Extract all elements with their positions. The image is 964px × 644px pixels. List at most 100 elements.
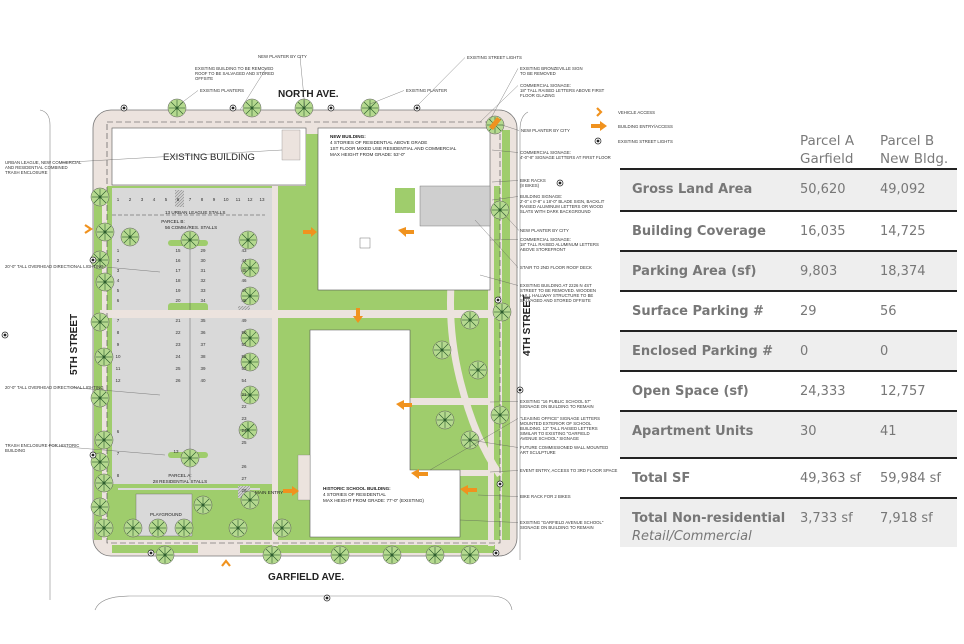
parcel-a-value: 29 <box>800 304 817 319</box>
parcel-data-table: Parcel A Garfield Parcel B New Bldg. Gro… <box>620 132 957 547</box>
stall-number: 25 <box>175 366 181 371</box>
tree-icon <box>95 222 115 242</box>
annotation: NEW PLANTER BY CITY <box>258 54 307 109</box>
stall-number: 8 <box>201 197 204 202</box>
stall-number: 44 <box>241 258 247 263</box>
annotation-text: 18" TALL RAISED LETTERS ABOVE FIRST <box>520 88 605 93</box>
main-entry-label: MAIN ENTRY <box>255 490 283 495</box>
legend-label: VEHICLE ACCESS <box>618 110 655 115</box>
annotation: EXISTING STREET LIGHTS <box>416 55 522 107</box>
tree-icon <box>90 497 110 517</box>
annotation-text: BUILDING <box>5 448 26 453</box>
annotation-text: AND RESIDENTIAL COMBINED <box>5 165 68 170</box>
stall-number: 3 <box>117 268 120 273</box>
historic-building-line: MAX HEIGHT FROM GRADE: 77'-0" (EXISTING) <box>323 498 424 503</box>
annotation: COMMERCIAL SIGNAGE:4'-0"-8" SIGNAGE LETT… <box>491 149 611 160</box>
annotation: NEW PLANTER BY CITY <box>501 211 569 233</box>
urban-league-stalls-label: 13 URBAN LEAGUE STALLS <box>165 210 225 215</box>
new-building-title: NEW BUILDING: <box>330 134 366 139</box>
leader-line <box>469 439 519 448</box>
street-label-4th: 4TH STREET <box>522 295 533 356</box>
annotation-text: EXISTING BUILDING AT 2226 N 4ST <box>520 283 592 288</box>
stall-number: 27 <box>241 476 247 481</box>
annotation: BIKE RACK FOR 2 BIKES <box>477 494 571 499</box>
stair-deck <box>419 185 491 227</box>
street-light-icon <box>147 549 155 557</box>
stall-number: 12 <box>115 378 121 383</box>
legend-label: EXISTING STREET LIGHTS <box>618 139 673 144</box>
parcel-a-value: 3,733 sf <box>800 511 853 526</box>
annotation-text: BIKE RACKS <box>520 178 546 183</box>
tree-icon <box>90 187 110 207</box>
stall-number: 33 <box>200 288 206 293</box>
stall-number: 37 <box>200 342 206 347</box>
parcel-a-value: 16,035 <box>800 224 846 239</box>
stall-number: 40 <box>200 378 206 383</box>
stall-number: 22 <box>241 404 247 409</box>
leader-line <box>491 196 519 201</box>
street-label-5th: 5TH STREET <box>69 314 80 375</box>
tree-icon <box>120 227 140 247</box>
parkway-grass <box>240 545 495 553</box>
stall-number: 6 <box>117 429 120 434</box>
annotation-text: 18" TALL RAISED ALUMINUM LETTERS <box>520 242 599 247</box>
annotation: EVENT ENTRY, ACCESS TO 3RD FLOOR SPACE <box>489 468 618 473</box>
tree-icon <box>180 230 200 250</box>
row-label: Open Space (sf) <box>632 384 749 399</box>
stall-number: 21 <box>241 392 247 397</box>
tree-icon <box>460 310 480 330</box>
stall-number: 13 <box>259 197 265 202</box>
stall-number: 18 <box>175 278 181 283</box>
tree-icon <box>174 518 194 538</box>
stall-number: 38 <box>200 354 206 359</box>
parkway-grass <box>502 130 510 540</box>
parcel-b-value: 0 <box>880 344 889 359</box>
tree-icon <box>468 360 488 380</box>
stall-number: 2 <box>117 258 120 263</box>
annotation-text: URBAN LEAGUE, NEW COMMERCIAL <box>5 160 82 165</box>
leader-line <box>99 266 161 273</box>
stall-number: 16 <box>175 258 181 263</box>
row-label: Gross Land Area <box>632 182 753 197</box>
stall-number: 8 <box>117 330 120 335</box>
stall-number: 6 <box>117 298 120 303</box>
vehicle-access-chevron-icon <box>84 224 93 234</box>
stall-number: 39 <box>200 366 206 371</box>
stall-number: 7 <box>117 318 120 323</box>
tree-icon <box>490 405 510 425</box>
existing-building-label: EXISTING BUILDING <box>163 152 255 163</box>
stall-number: 13 <box>173 449 179 454</box>
building-entry-arrow-icon <box>411 469 428 479</box>
annotation-text: FLOOR GLAZING <box>520 93 556 98</box>
annotation-text: ART SCULPTURE <box>520 450 556 455</box>
annotation-text: EXISTING BRONZEVILLE SIGN <box>520 66 583 71</box>
stall-number: 51 <box>241 342 247 347</box>
annotation-text: OFFSITE <box>195 76 213 81</box>
tree-icon <box>95 272 115 292</box>
parcel-b-value: 59,984 sf <box>880 471 941 486</box>
leader-line <box>501 124 520 131</box>
stall-number: 9 <box>117 342 120 347</box>
annotation-text: RAISED ALUMINUM LETTERS OR WOOD <box>520 204 603 209</box>
annotation-text: BIKE RACK FOR 2 BIKES <box>520 494 571 499</box>
stall-number: 1 <box>117 248 120 253</box>
stall-number: 23 <box>241 416 247 421</box>
street-light-icon <box>1 331 9 339</box>
vehicle-access-chevron-icon <box>596 107 603 117</box>
tree-icon <box>382 545 402 565</box>
stall-number: 3 <box>141 197 144 202</box>
leader-line <box>416 57 466 107</box>
tree-icon <box>272 518 292 538</box>
building-entry-arrow-icon <box>283 486 299 496</box>
annotation-text: STAIR TO 2ND FLOOR ROOF DECK <box>520 265 592 270</box>
tree-icon <box>262 545 282 565</box>
building-entry-arrow-icon <box>460 485 477 495</box>
